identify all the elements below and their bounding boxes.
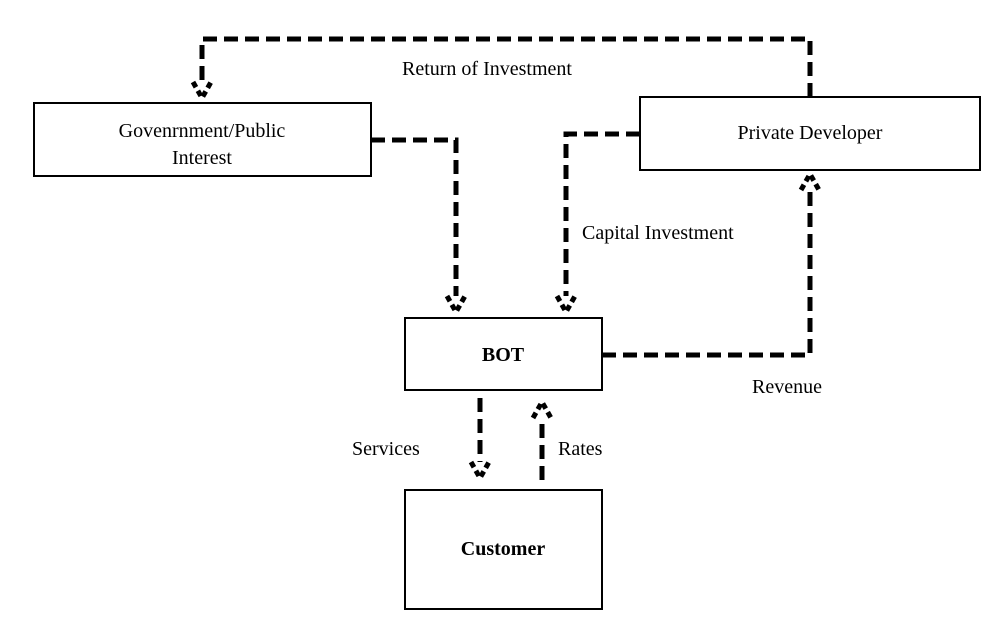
government-label-line2: Interest — [172, 147, 232, 169]
capital-investment-arrowhead — [554, 294, 578, 318]
return-of-investment-line — [199, 36, 813, 97]
return-of-investment-edge: Return of Investment — [190, 36, 813, 104]
customer-label: Customer — [461, 538, 546, 560]
capital-investment-edge: Capital Investment — [554, 131, 734, 318]
bot-label: BOT — [482, 344, 525, 366]
bot-node: BOT — [404, 317, 603, 391]
services-edge: Services — [352, 398, 492, 484]
government-to-bot-arrowhead — [444, 294, 468, 318]
private-developer-node: Private Developer — [639, 96, 981, 171]
revenue-label: Revenue — [752, 376, 822, 398]
customer-node: Customer — [404, 489, 603, 610]
private-developer-label: Private Developer — [738, 122, 883, 144]
government-to-bot-edge — [371, 137, 468, 318]
services-arrowhead — [468, 460, 492, 484]
services-label: Services — [352, 438, 420, 460]
return-of-investment-arrowhead — [190, 80, 214, 104]
capital-investment-label: Capital Investment — [582, 222, 734, 244]
revenue-arrowhead — [798, 168, 822, 192]
rates-arrowhead — [530, 396, 554, 420]
revenue-edge: Revenue — [602, 168, 822, 398]
return-of-investment-label: Return of Investment — [402, 58, 572, 80]
government-node: Govenrnment/Public Interest — [33, 102, 372, 177]
rates-edge: Rates — [530, 396, 603, 480]
rates-label: Rates — [558, 438, 603, 460]
capital-investment-line — [563, 131, 640, 296]
revenue-line — [602, 190, 813, 358]
government-label-line1: Govenrnment/Public — [119, 120, 286, 142]
government-to-bot-line — [371, 137, 459, 296]
